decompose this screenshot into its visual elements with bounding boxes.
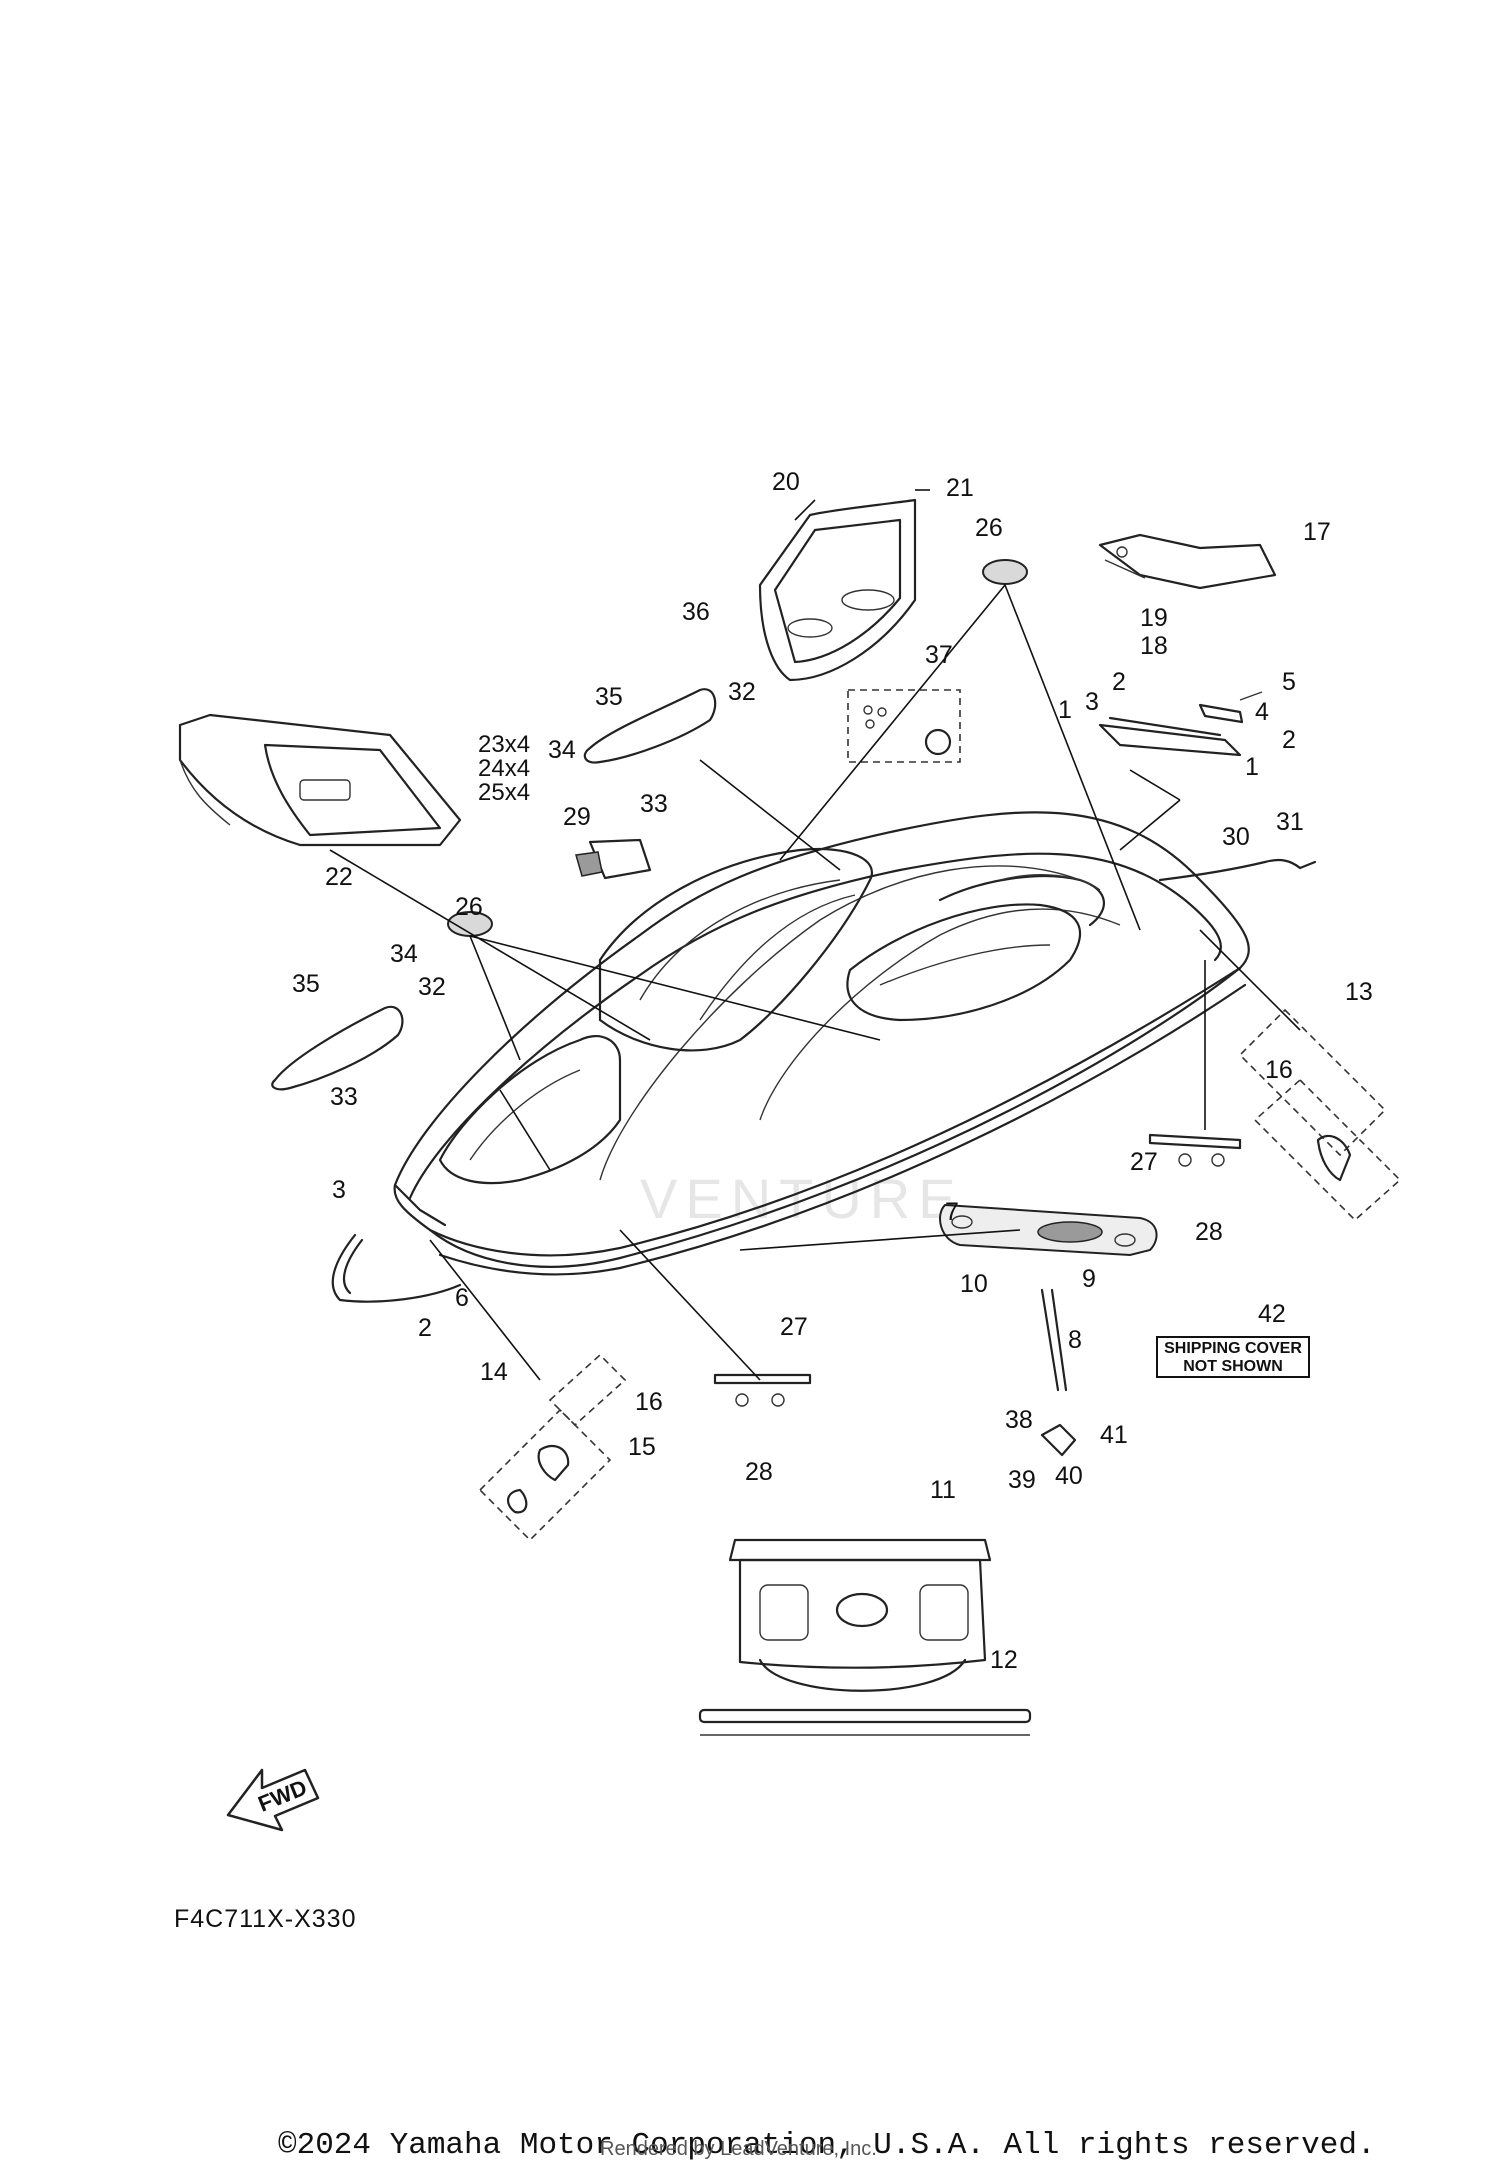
callout-37: 37 [925,641,953,669]
part-32-grab-handle-lower [271,1005,404,1091]
boat-hull [393,811,1250,1276]
callout-22: 22 [325,863,353,891]
part-11-cooler [728,1538,992,1692]
callout-31: 31 [1276,808,1304,836]
callout-38: 38 [1005,1406,1033,1434]
callout-36: 36 [682,598,710,626]
part-27-cleat-left [713,1373,812,1407]
callout-41: 41 [1100,1421,1128,1449]
callout-42: 42 [1258,1300,1286,1328]
callout-3-top: 3 [1085,688,1099,716]
callout-39: 39 [1008,1466,1036,1494]
callout-24x4: 24x4 [478,755,530,782]
callout-13: 13 [1345,978,1373,1006]
shipping-cover-line1: SHIPPING COVER [1164,1340,1302,1357]
callout-3-bow: 3 [332,1176,346,1204]
fwd-arrow-icon: FWD [226,1768,320,1832]
part-13-cleat-group [1238,1008,1402,1222]
part-7-cover-panel [939,1203,1158,1257]
watermark-text: VENTURE [640,1167,964,1230]
callout-29: 29 [563,803,591,831]
callout-32-upper: 32 [728,678,756,706]
callout-2-top: 2 [1112,668,1126,696]
part-12-rod [698,1708,1032,1736]
callout-9: 9 [1082,1265,1096,1293]
part-26-cup-holder-upper [982,559,1028,585]
part-20-storage-tray [758,498,917,682]
part-22-glove-box-lid [178,713,462,847]
callout-11: 11 [930,1476,956,1504]
callout-8: 8 [1068,1326,1082,1354]
callout-40: 40 [1055,1462,1083,1490]
callout-20: 20 [772,468,800,496]
callout-6: 6 [455,1284,469,1312]
part-17-bracket [1098,533,1277,590]
callout-27-right: 27 [1130,1148,1158,1176]
callout-26-upper: 26 [975,514,1003,542]
callout-26-lower: 26 [455,893,483,921]
callout-15: 15 [628,1433,656,1461]
callout-4: 4 [1255,698,1269,726]
callout-21: 21 [946,474,974,502]
part-27-cleat-right [1148,1133,1242,1167]
part-38-clip [1040,1423,1077,1457]
callout-25x4: 25x4 [478,779,530,806]
part-32-grab-handle-upper [583,688,717,764]
callout-7: 7 [945,1198,959,1226]
callout-16-left: 16 [635,1388,663,1416]
callout-2-right: 2 [1282,726,1296,754]
callout-19: 19 [1140,604,1168,632]
callout-2-bow: 2 [418,1314,432,1342]
part-rail-assembly [1098,691,1263,757]
part-37-switch-panel [847,689,961,763]
callout-14: 14 [480,1358,508,1386]
callout-23x4: 23x4 [478,731,530,758]
callout-28-left: 28 [745,1458,773,1486]
leader-lines [329,489,1301,1381]
callout-16-right: 16 [1265,1056,1293,1084]
callout-1-top: 1 [1058,696,1072,724]
rendered-by-note: Rendered by LeadVenture, Inc. [600,2138,877,2160]
callout-33-upper: 33 [640,790,668,818]
part-30-31-cable [1158,858,1317,882]
callout-28-right: 28 [1195,1218,1223,1246]
copyright-notice: ©2024 Yamaha Motor Corporation, U.S.A. A… [278,2128,1376,2163]
shipping-cover-note: SHIPPING COVER NOT SHOWN [1156,1336,1310,1378]
part-14-cleat-group [478,1353,627,1542]
callout-30: 30 [1222,823,1250,851]
callout-35-lower: 35 [292,970,320,998]
diagram-code: F4C711X-X330 [174,1905,357,1933]
callout-12: 12 [990,1646,1018,1674]
part-2-6-trim-strip [331,1233,462,1303]
callout-32-lower: 32 [418,973,446,1001]
callout-18: 18 [1140,632,1168,660]
callout-10: 10 [960,1270,988,1298]
callout-17: 17 [1303,518,1331,546]
callout-35-upper: 35 [595,683,623,711]
callout-34-lower: 34 [390,940,418,968]
callout-33-lower: 33 [330,1083,358,1111]
shipping-cover-line2: NOT SHOWN [1183,1358,1283,1375]
callout-27-left: 27 [780,1313,808,1341]
part-8-pole [1040,1288,1068,1392]
callout-labels: 20 21 26 17 19 18 36 37 35 32 34 33 23x4… [292,468,1373,1674]
callout-34-upper: 34 [548,736,576,764]
part-29-mirror [575,838,652,880]
callout-5: 5 [1282,668,1296,696]
callout-1-right: 1 [1245,753,1259,781]
